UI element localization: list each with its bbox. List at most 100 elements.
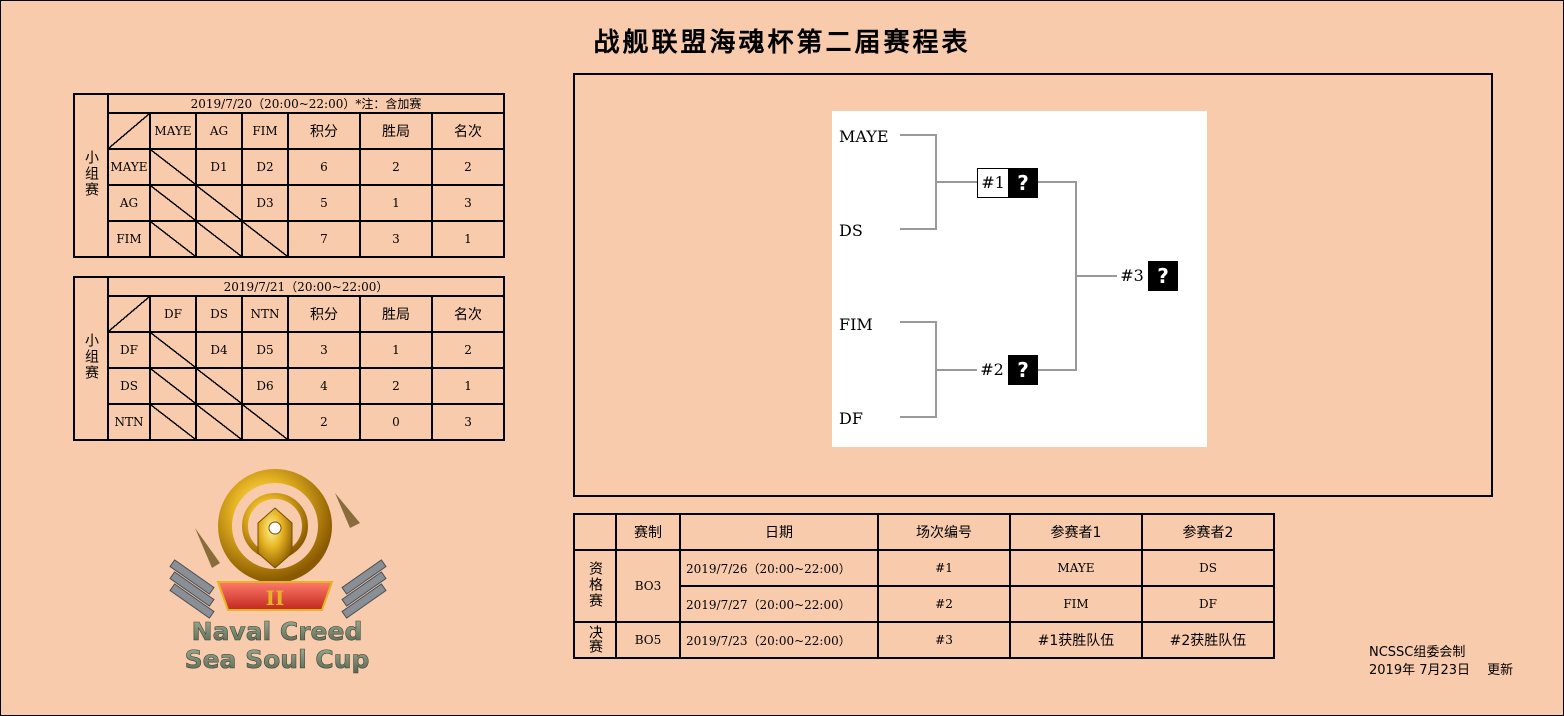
schedule-header: 参赛者1 — [1009, 513, 1143, 551]
qualifier-format: BO3 — [615, 549, 681, 623]
diag-cell — [149, 403, 197, 441]
schedule-header: 场次编号 — [877, 513, 1011, 551]
match-cell: D1 — [195, 148, 243, 186]
participant-2: DS — [1141, 549, 1275, 587]
group2-corner — [107, 295, 151, 333]
team-name: DS — [107, 367, 151, 405]
points-cell: 4 — [287, 367, 361, 405]
bracket-canvas: MAYE DS FIM DF #1 ? #2 ? #3 ? — [832, 111, 1207, 447]
match-id: #1 — [877, 549, 1011, 587]
match-cell: D3 — [241, 184, 289, 222]
group2-stage-label: 小组赛 — [73, 276, 109, 441]
match3-winner-unknown: ? — [1148, 261, 1178, 291]
team-name: FIM — [107, 220, 151, 258]
diag-cell — [241, 403, 289, 441]
group1-table: 小组赛 2019/7/20（20:00~22:00）*注：含加赛 MAYE AG… — [73, 93, 505, 258]
schedule-header: 赛制 — [615, 513, 681, 551]
wins-cell: 3 — [359, 220, 433, 258]
diag-cell — [195, 367, 243, 405]
match-id: #2 — [877, 585, 1011, 623]
match-cell: D2 — [241, 148, 289, 186]
bracket-team: MAYE — [839, 127, 889, 146]
rank-cell: 2 — [431, 148, 505, 186]
group2-caption: 2019/7/21（20:00~22:00） — [106, 276, 506, 297]
wins-cell: 1 — [359, 331, 433, 369]
diag-cell — [195, 184, 243, 222]
rank-cell: 3 — [431, 184, 505, 222]
diag-cell — [195, 403, 243, 441]
logo-line1: Naval Creed — [192, 617, 363, 646]
qualifier-stage: 资格赛 — [573, 549, 617, 623]
bracket-panel — [573, 73, 1493, 497]
participant-1: MAYE — [1009, 549, 1143, 587]
table-row: 决赛 BO5 2019/7/23（20:00~22:00） #3 #1获胜队伍 … — [573, 621, 1275, 659]
group2-col: 积分 — [287, 295, 361, 333]
bracket-team: DS — [839, 221, 863, 240]
participant-2: #2获胜队伍 — [1141, 621, 1275, 659]
wins-cell: 2 — [359, 367, 433, 405]
schedule-header: 日期 — [679, 513, 879, 551]
match2-winner-unknown: ? — [1008, 355, 1038, 385]
match1-winner-unknown: ? — [1008, 168, 1038, 198]
table-row: AG D3 5 1 3 — [74, 184, 505, 222]
footer-updated: 2019年 7月23日 更新 — [1369, 663, 1514, 678]
team-name: DF — [107, 331, 151, 369]
team-name: AG — [107, 184, 151, 222]
bracket-lines — [900, 134, 1117, 418]
team-name: MAYE — [107, 148, 151, 186]
points-cell: 7 — [287, 220, 361, 258]
bracket-team: FIM — [839, 315, 873, 334]
points-cell: 2 — [287, 403, 361, 441]
group1-col: MAYE — [149, 112, 197, 150]
group1-col: 名次 — [431, 112, 505, 150]
banner-icon — [216, 581, 334, 611]
group1-col: AG — [195, 112, 243, 150]
schedule-table: 赛制 日期 场次编号 参赛者1 参赛者2 资格赛 BO3 2019/7/26（2… — [573, 513, 1275, 659]
group1-corner — [107, 112, 151, 150]
match-date: 2019/7/23（20:00~22:00） — [679, 621, 879, 659]
group1-col: 积分 — [287, 112, 361, 150]
rank-cell: 2 — [430, 331, 506, 369]
page-title: 战舰联盟海魂杯第二届赛程表 — [593, 28, 971, 58]
schedule-header — [573, 513, 617, 551]
participant-2: DF — [1141, 585, 1275, 623]
group2-col: 胜局 — [359, 295, 433, 333]
match-cell: D5 — [241, 331, 289, 369]
participant-1: FIM — [1009, 585, 1143, 623]
diag-cell — [149, 148, 197, 186]
aircraft-icon — [195, 493, 360, 568]
group1-col: 胜局 — [359, 112, 433, 150]
table-row: DS D6 4 2 1 — [74, 367, 506, 405]
table-row: 2019/7/27（20:00~22:00） #2 FIM DF — [574, 585, 1275, 623]
group2-col: NTN — [241, 295, 289, 333]
diag-cell — [195, 220, 243, 258]
group2-col: DF — [149, 295, 197, 333]
rank-cell: 3 — [430, 403, 506, 441]
table-row: MAYE D1 D2 6 2 2 — [74, 148, 505, 186]
diag-cell — [149, 367, 197, 405]
logo-line2: Sea Soul Cup — [185, 645, 370, 674]
group1-col: FIM — [241, 112, 289, 150]
match2-label: #2 — [980, 360, 1004, 379]
rank-cell: 1 — [431, 220, 505, 258]
naval-creed-logo: II Naval Creed Sea Soul Cup — [169, 469, 387, 674]
wins-cell: 1 — [359, 184, 433, 222]
table-row: 资格赛 BO3 2019/7/26（20:00~22:00） #1 MAYE D… — [573, 549, 1275, 623]
wins-cell: 2 — [359, 148, 433, 186]
wins-cell: 0 — [359, 403, 433, 441]
participant-1: #1获胜队伍 — [1009, 621, 1143, 659]
table-row: FIM 7 3 1 — [74, 220, 505, 258]
points-cell: 3 — [287, 331, 361, 369]
logo-roman: II — [266, 586, 285, 610]
group2-col: 名次 — [430, 295, 506, 333]
final-stage: 决赛 — [573, 621, 617, 659]
diag-cell — [149, 331, 197, 369]
table-row: DF D4 D5 3 1 2 — [74, 331, 506, 369]
schedule-header: 参赛者2 — [1141, 513, 1275, 551]
group1-caption: 2019/7/20（20:00~22:00）*注：含加赛 — [107, 93, 505, 114]
group1-stage-label: 小组赛 — [73, 93, 109, 258]
match-cell: D4 — [195, 331, 243, 369]
footer: NCSSC组委会制 2019年 7月23日 更新 — [1369, 644, 1513, 680]
match-date: 2019/7/26（20:00~22:00） — [679, 549, 879, 587]
rank-cell: 1 — [430, 367, 506, 405]
